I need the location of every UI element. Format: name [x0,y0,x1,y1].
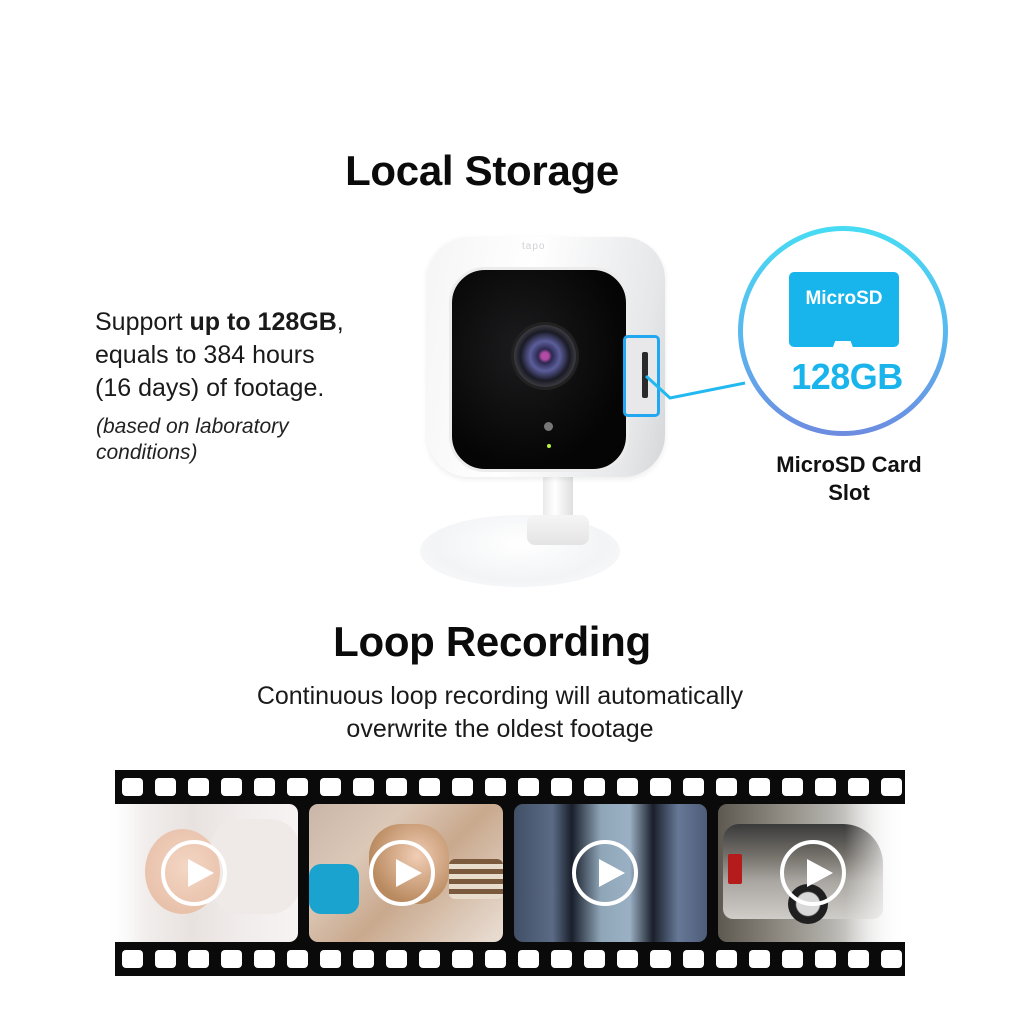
play-icon[interactable] [161,840,227,906]
microsd-capacity: 128GB [791,356,903,397]
microsd-badge: MicroSD 128GB [738,226,948,436]
camera-product-image: tapo [415,225,675,595]
status-led-icon [547,444,551,448]
camera-base [420,515,620,587]
microsd-slot-highlight [623,335,660,417]
camera-collar [527,515,589,545]
camera-face [449,267,629,472]
camera-brand-logo: tapo [522,241,546,252]
loop-recording-description: Continuous loop recording will automatic… [256,682,744,743]
microsd-card-icon: MicroSD [789,272,899,347]
microsd-caption: MicroSD Card Slot [776,452,922,505]
film-sprocket-row-top [115,770,905,804]
video-thumbnail-doorway[interactable] [514,804,707,942]
video-thumbnail-girl[interactable] [309,804,503,942]
local-storage-title: Local Storage [345,147,619,194]
video-thumbnail-car[interactable] [718,804,905,942]
film-sprocket-row-bottom [115,942,905,976]
days-text: (16 days) of footage. [95,374,325,402]
play-icon[interactable] [572,840,638,906]
capacity-highlight: up to 128GB [189,308,337,336]
film-strip [105,770,905,976]
storage-support-text: Support up to 128GB, equals to 384 hours… [95,306,344,405]
video-thumbnail-baby[interactable] [105,804,298,942]
loop-recording-title: Loop Recording [333,618,651,665]
play-icon[interactable] [780,840,846,906]
light-sensor-icon [544,422,553,431]
lab-conditions-note: (based on laboratory conditions) [96,415,289,464]
play-icon[interactable] [369,840,435,906]
camera-lens-icon [514,325,576,387]
hours-text: equals to 384 hours [95,341,315,369]
